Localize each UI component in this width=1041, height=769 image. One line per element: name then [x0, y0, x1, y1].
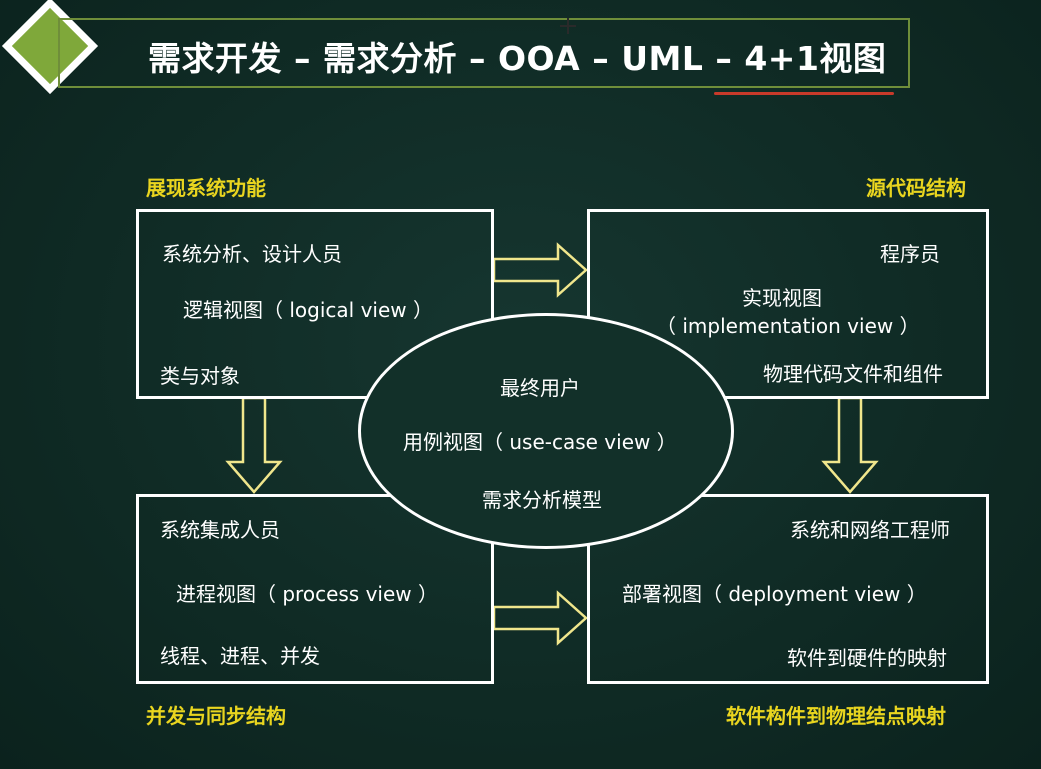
- logical-view-box: [136, 209, 494, 399]
- caption-bottom-right: 软件构件到物理结点映射: [726, 704, 946, 728]
- logical-view-name: 逻辑视图（ logical view ）: [183, 298, 433, 322]
- implementation-view-name-cn: 实现视图: [742, 286, 822, 310]
- implementation-view-focus: 物理代码文件和组件: [763, 362, 943, 386]
- arrow-down-left-icon: [225, 396, 283, 494]
- title-banner: [58, 18, 910, 88]
- use-case-view-role: 最终用户: [500, 376, 580, 400]
- slide-title: 需求开发 – 需求分析 – OOA – UML – 4+1视图: [148, 39, 887, 78]
- title-underline: [714, 92, 894, 95]
- logical-view-role: 系统分析、设计人员: [162, 242, 342, 266]
- process-view-name: 进程视图（ process view ）: [176, 582, 438, 606]
- deployment-view-focus: 软件到硬件的映射: [787, 646, 947, 670]
- use-case-view-focus: 需求分析模型: [482, 488, 602, 512]
- logical-view-focus: 类与对象: [160, 364, 240, 388]
- implementation-view-role: 程序员: [880, 242, 940, 266]
- deployment-view-role: 系统和网络工程师: [790, 518, 950, 542]
- process-view-role: 系统集成人员: [160, 518, 280, 542]
- cursor-crosshair-icon: [560, 18, 576, 34]
- process-view-focus: 线程、进程、并发: [160, 644, 320, 668]
- deployment-view-box: [587, 494, 989, 684]
- use-case-view-name: 用例视图（ use-case view ）: [403, 430, 677, 454]
- deployment-view-name: 部署视图（ deployment view ）: [622, 582, 927, 606]
- arrow-down-right-icon: [821, 396, 879, 494]
- arrow-right-bottom-icon: [492, 590, 588, 646]
- arrow-right-top-icon: [492, 242, 588, 298]
- use-case-view-ellipse: [358, 313, 734, 549]
- implementation-view-box: [587, 209, 989, 399]
- caption-top-left: 展现系统功能: [146, 176, 266, 200]
- implementation-view-name-en: （ implementation view ）: [656, 314, 920, 338]
- caption-top-right: 源代码结构: [866, 176, 966, 200]
- process-view-box: [136, 494, 494, 684]
- caption-bottom-left: 并发与同步结构: [146, 704, 286, 728]
